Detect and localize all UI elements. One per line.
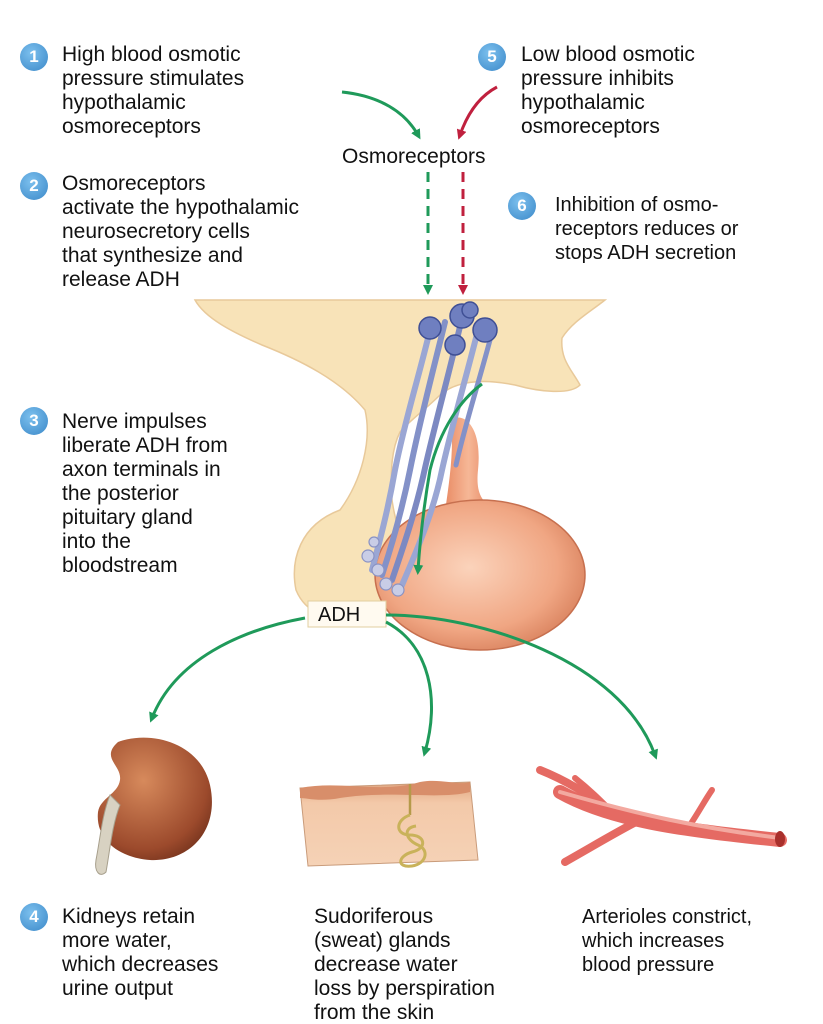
kidney-illustration (96, 738, 212, 875)
step-1-badge: 1 (20, 43, 48, 71)
arteriole-illustration (540, 770, 785, 862)
inhibit-arrow (460, 87, 497, 135)
step-4-badge: 4 (20, 903, 48, 931)
arrow-to-kidneys (152, 618, 305, 718)
step-1-text: High blood osmotic pressure stimulates h… (62, 43, 244, 139)
sweat-gland-illustration (300, 781, 478, 866)
adh-label: ADH (318, 603, 360, 627)
step-2-badge: 2 (20, 172, 48, 200)
step-5-text: Low blood osmotic pressure inhibits hypo… (521, 43, 695, 139)
step-3-badge: 3 (20, 407, 48, 435)
step-6-text: Inhibition of osmo- receptors reduces or… (555, 193, 738, 265)
step-6-badge: 6 (508, 192, 536, 220)
arrow-to-sweat-glands (386, 622, 432, 752)
stimulate-arrow (342, 92, 418, 135)
arterioles-text: Arterioles constrict, which increases bl… (582, 905, 752, 977)
sweat-gland-text: Sudoriferous (sweat) glands decrease wat… (314, 905, 495, 1024)
step-5-badge: 5 (478, 43, 506, 71)
step-4-text: Kidneys retain more water, which decreas… (62, 905, 218, 1001)
osmoreceptors-label: Osmoreceptors (342, 145, 486, 169)
step-3-text: Nerve impulses liberate ADH from axon te… (62, 410, 228, 578)
step-2-text: Osmoreceptors activate the hypothalamic … (62, 172, 299, 292)
